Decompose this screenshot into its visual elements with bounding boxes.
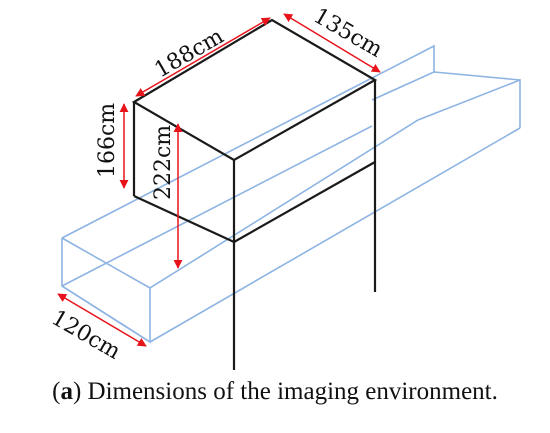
frame-bottom-front <box>133 195 235 243</box>
label-frame-height: 166cm <box>95 103 120 178</box>
figure-caption: (a) Dimensions of the imaging environmen… <box>0 378 550 418</box>
frame-bottom-right <box>233 161 376 243</box>
conveyor-inner-edge <box>433 71 521 81</box>
caption-text: ) Dimensions of the imaging environment. <box>72 378 498 405</box>
arrow-depth <box>283 13 381 73</box>
conveyor-back-wall <box>61 44 435 239</box>
conveyor-floor-back <box>61 125 373 287</box>
dimension-arrows <box>57 13 381 347</box>
label-conveyor-width: 120cm <box>47 306 125 365</box>
label-total-height: 222cm <box>151 125 176 200</box>
conveyor <box>61 44 521 344</box>
arrow-conveyor-width <box>57 293 147 347</box>
conveyor-floor-right <box>149 127 521 343</box>
caption-open: ( <box>52 378 61 405</box>
arrow-width <box>135 17 271 97</box>
label-depth: 135cm <box>309 4 387 63</box>
caption-letter: a <box>60 378 73 405</box>
